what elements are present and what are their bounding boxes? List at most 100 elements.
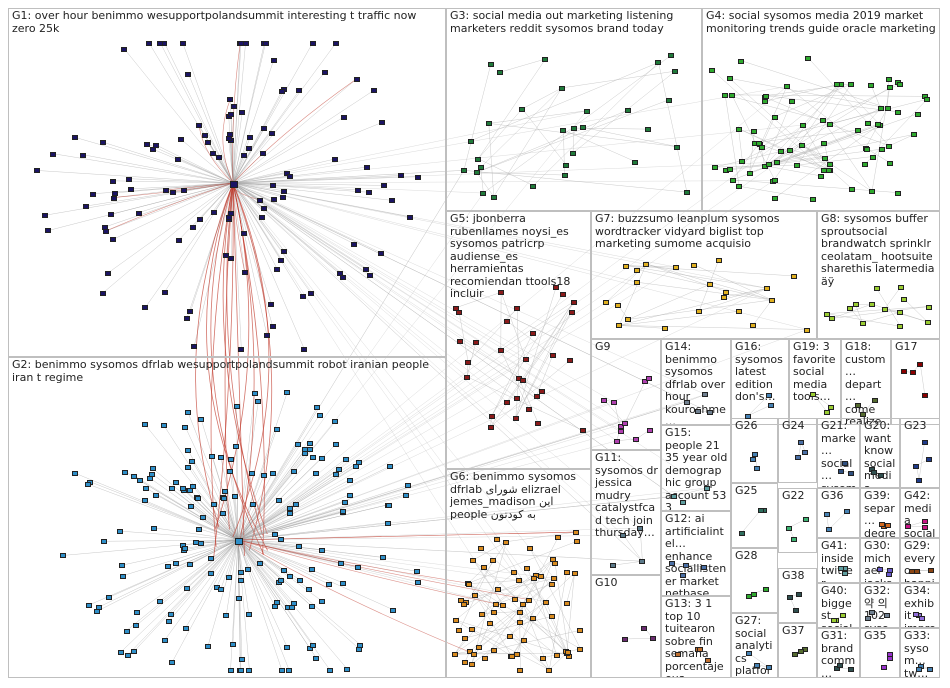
vertex-g4[interactable]: [799, 123, 806, 129]
vertex-g1[interactable]: [100, 290, 106, 296]
vertex-g8[interactable]: [896, 310, 903, 316]
vertex-g4[interactable]: [818, 174, 825, 180]
vertex-g1[interactable]: [79, 152, 86, 158]
vertex-g6[interactable]: [481, 565, 488, 571]
group-panel-g22[interactable]: G22: [778, 488, 817, 553]
vertex-g1[interactable]: [281, 249, 288, 255]
group-panel-g19[interactable]: G19: 3 favorite social media tools…: [789, 339, 841, 425]
vertex-g1[interactable]: [363, 165, 370, 171]
vertex-g3[interactable]: [683, 190, 690, 196]
vertex-g5[interactable]: [579, 428, 586, 434]
vertex-g1[interactable]: [161, 290, 168, 296]
vertex-g3[interactable]: [570, 150, 577, 156]
vertex-g4[interactable]: [826, 122, 833, 128]
vertex-g1[interactable]: [259, 151, 266, 157]
group-panel-g5[interactable]: G5: jbonberra rubenllames noysi_es sysom…: [446, 211, 591, 469]
vertex-g5[interactable]: [567, 357, 574, 363]
vertex-g2[interactable]: [284, 390, 291, 395]
vertex-g2[interactable]: [238, 577, 244, 583]
vertex-g5[interactable]: [497, 347, 504, 353]
vertex-g1[interactable]: [308, 291, 315, 297]
vertex-g2[interactable]: [198, 417, 205, 423]
vertex-g1[interactable]: [280, 195, 287, 201]
vertex-g1[interactable]: [71, 135, 78, 141]
vertex-g3[interactable]: [560, 127, 567, 133]
vertex-g2[interactable]: [290, 600, 297, 606]
vertex-g32[interactable]: [865, 615, 872, 621]
vertex-g7[interactable]: [633, 280, 640, 286]
vertex-g2[interactable]: [379, 555, 386, 561]
vertex-g7[interactable]: [662, 326, 669, 332]
vertex-g2[interactable]: [342, 499, 349, 505]
vertex-g4[interactable]: [875, 121, 882, 127]
group-panel-g32[interactable]: G32: 약 의 102 sysom…: [860, 583, 900, 628]
vertex-g17[interactable]: [909, 370, 916, 376]
vertex-g6[interactable]: [462, 659, 469, 665]
vertex-g4[interactable]: [877, 106, 884, 112]
vertex-g1[interactable]: [280, 188, 287, 194]
vertex-g1[interactable]: [260, 206, 267, 212]
vertex-g1[interactable]: [261, 125, 268, 131]
vertex-g5[interactable]: [465, 359, 472, 365]
vertex-g2[interactable]: [183, 586, 190, 592]
vertex-g2[interactable]: [133, 623, 140, 629]
vertex-g3[interactable]: [558, 85, 565, 91]
vertex-g6[interactable]: [574, 539, 581, 545]
vertex-g2[interactable]: [184, 409, 191, 415]
vertex-g13[interactable]: [675, 652, 682, 658]
vertex-g4[interactable]: [726, 166, 733, 172]
vertex-g3[interactable]: [496, 70, 503, 76]
vertex-g9[interactable]: [633, 436, 640, 442]
vertex-g7[interactable]: [736, 309, 743, 315]
vertex-g2[interactable]: [149, 466, 156, 472]
vertex-g8[interactable]: [823, 311, 830, 317]
vertex-g24[interactable]: [802, 449, 809, 455]
vertex-g26[interactable]: [750, 456, 757, 462]
vertex-g2[interactable]: [338, 560, 345, 566]
vertex-g4[interactable]: [798, 142, 805, 148]
group-panel-g9[interactable]: G9: [591, 339, 661, 450]
vertex-g1[interactable]: [397, 173, 404, 179]
vertex-g22[interactable]: [785, 525, 792, 531]
vertex-g2[interactable]: [287, 573, 294, 579]
vertex-g6[interactable]: [517, 667, 524, 673]
vertex-g18[interactable]: [871, 397, 878, 403]
vertex-g2[interactable]: [310, 454, 316, 460]
vertex-g2[interactable]: [141, 498, 148, 504]
vertex-g1[interactable]: [178, 137, 185, 143]
vertex-g1[interactable]: [41, 213, 48, 219]
vertex-g6[interactable]: [451, 651, 458, 657]
vertex-g1[interactable]: [110, 237, 117, 243]
group-panel-g34[interactable]: G34: exhibit impres…: [900, 583, 940, 628]
vertex-g37[interactable]: [791, 651, 798, 657]
vertex-g9[interactable]: [621, 421, 628, 427]
vertex-g36[interactable]: [843, 509, 850, 515]
vertex-g9[interactable]: [617, 423, 624, 429]
vertex-g3[interactable]: [485, 121, 492, 127]
vertex-g16[interactable]: [768, 402, 775, 408]
vertex-g2[interactable]: [318, 455, 325, 461]
vertex-g8[interactable]: [847, 306, 854, 312]
group-panel-g42[interactable]: G42: media social…: [900, 488, 940, 538]
vertex-g4[interactable]: [737, 58, 744, 64]
group-panel-g3[interactable]: G3: social media out marketing listening…: [446, 8, 702, 211]
vertex-g2[interactable]: [168, 612, 175, 618]
vertex-g6[interactable]: [491, 647, 498, 653]
vertex-g2[interactable]: [284, 645, 291, 651]
vertex-g9[interactable]: [647, 427, 654, 433]
vertex-g1[interactable]: [187, 309, 194, 315]
vertex-g7[interactable]: [768, 297, 775, 303]
vertex-g3[interactable]: [460, 168, 467, 174]
vertex-g6[interactable]: [551, 576, 558, 582]
vertex-g4[interactable]: [895, 109, 902, 115]
vertex-g2[interactable]: [405, 483, 412, 489]
vertex-g4[interactable]: [868, 189, 875, 195]
vertex-g4[interactable]: [862, 161, 869, 167]
vertex-g5[interactable]: [533, 393, 540, 399]
vertex-g13[interactable]: [697, 647, 704, 653]
vertex-g2[interactable]: [86, 603, 93, 608]
vertex-g20[interactable]: [871, 470, 878, 476]
vertex-g20[interactable]: [878, 473, 885, 479]
vertex-g1[interactable]: [191, 343, 198, 349]
vertex-g3[interactable]: [632, 159, 639, 165]
